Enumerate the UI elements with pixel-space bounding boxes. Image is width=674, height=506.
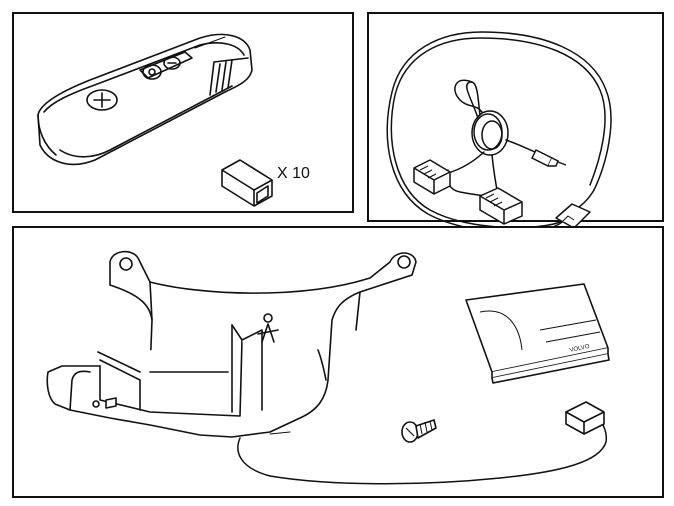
manual-brand-text: VOLVO — [569, 344, 590, 354]
panel-wiring-harness — [367, 12, 664, 222]
adapter-quantity-label: X 10 — [277, 165, 310, 182]
